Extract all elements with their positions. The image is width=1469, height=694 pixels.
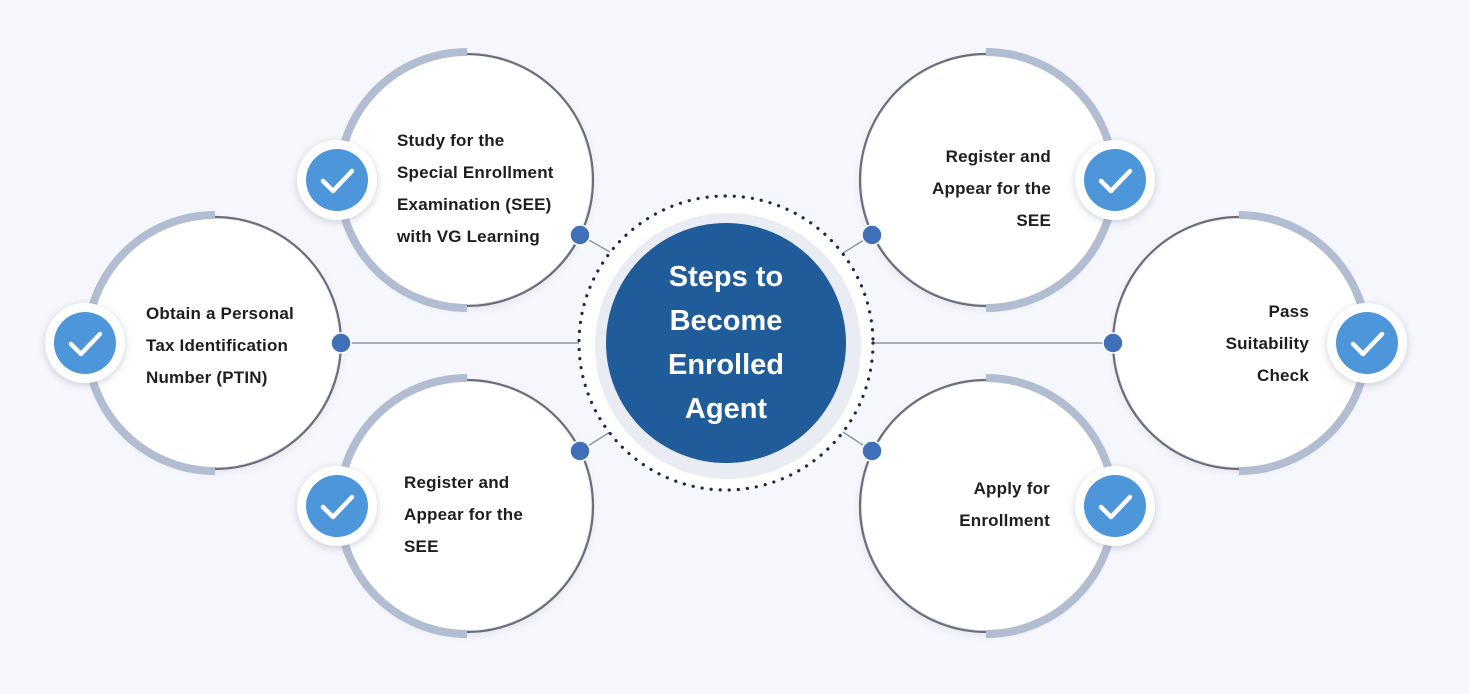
step-line: Study for the xyxy=(397,131,505,150)
step-circle-fill xyxy=(343,56,591,304)
check-icon xyxy=(1098,494,1133,520)
step-apply-enrollment: Apply for Enrollment xyxy=(959,473,1050,537)
check-badge xyxy=(297,140,377,220)
connector-dot xyxy=(861,224,883,246)
connector-dot xyxy=(330,332,352,354)
check-badge xyxy=(1075,140,1155,220)
step-line: Tax Identification xyxy=(146,336,289,355)
step-line: Register and xyxy=(404,473,510,492)
connector-dot xyxy=(1102,332,1124,354)
step-line: with VG Learning xyxy=(397,227,540,246)
connector-dot xyxy=(569,440,591,462)
step-ring-dark xyxy=(466,378,595,634)
badge-inner xyxy=(54,312,116,374)
check-icon xyxy=(320,168,355,194)
step-line: Check xyxy=(1256,366,1309,385)
step-circle-fill xyxy=(862,56,1110,304)
connector-dot xyxy=(569,224,591,246)
step-line: Pass xyxy=(1268,302,1309,321)
step-line: Register and xyxy=(945,147,1051,166)
check-icon xyxy=(320,494,355,520)
step-line: Obtain a Personal xyxy=(146,304,294,323)
step-register-see-left: Register and Appear for the SEE xyxy=(404,467,523,563)
step-obtain-ptin: Obtain a Personal Tax Identification Num… xyxy=(146,298,294,394)
badge-inner xyxy=(1336,312,1398,374)
check-icon xyxy=(1098,168,1133,194)
center-node xyxy=(577,194,875,492)
center-title-line: Become xyxy=(669,305,783,337)
check-badges xyxy=(45,140,1407,546)
step-line: Appear for the xyxy=(404,505,523,524)
connector-dots xyxy=(330,224,1124,462)
check-badge xyxy=(45,303,125,383)
badge-inner xyxy=(306,149,368,211)
step-pass-suitability: Pass Suitability Check xyxy=(1226,296,1309,392)
center-title-line: Steps to xyxy=(668,261,784,293)
center-circle xyxy=(606,223,846,463)
step-circle-fill xyxy=(91,219,339,467)
check-icon xyxy=(1350,331,1385,357)
center-title: Steps to Become Enrolled Agent xyxy=(606,223,846,463)
check-badge xyxy=(297,466,377,546)
step-ring-dark xyxy=(858,378,987,634)
step-line: Suitability xyxy=(1225,334,1309,353)
badge-inner xyxy=(1084,475,1146,537)
center-title-line: Enrolled xyxy=(667,349,784,381)
step-line: Special Enrollment xyxy=(397,163,554,182)
center-title-line: Agent xyxy=(684,393,768,425)
step-line: Examination (SEE) xyxy=(397,195,552,214)
badge-inner xyxy=(306,475,368,537)
step-line: Appear for the xyxy=(932,179,1051,198)
step-study-see: Study for the Special Enrollment Examina… xyxy=(397,125,554,253)
check-icon xyxy=(68,331,103,357)
step-line: Enrollment xyxy=(959,511,1050,530)
step-ring-dark xyxy=(858,52,987,308)
step-line: Apply for xyxy=(973,479,1050,498)
check-badge xyxy=(1075,466,1155,546)
step-line: SEE xyxy=(1016,211,1051,230)
step-register-see-right: Register and Appear for the SEE xyxy=(932,141,1051,237)
check-badge xyxy=(1327,303,1407,383)
step-circle-fill xyxy=(862,382,1110,630)
step-line: Number (PTIN) xyxy=(146,368,268,387)
step-ring-dark xyxy=(466,52,595,308)
badge-inner xyxy=(1084,149,1146,211)
step-line: SEE xyxy=(404,537,439,556)
step-circle-fill xyxy=(343,382,591,630)
connector-dot xyxy=(861,440,883,462)
step-circle-fill xyxy=(1115,219,1363,467)
